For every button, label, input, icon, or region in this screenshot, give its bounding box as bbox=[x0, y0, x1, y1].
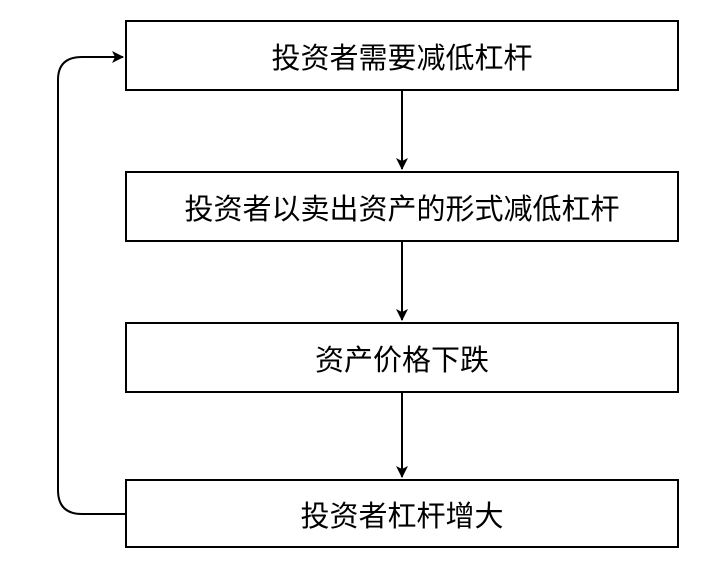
step-box-4: 投资者杠杆增大 bbox=[125, 479, 679, 548]
step-label-4: 投资者杠杆增大 bbox=[300, 498, 504, 533]
step-label-2: 投资者以卖出资产的形式减低杠杆 bbox=[184, 191, 620, 226]
step-box-3: 资产价格下跌 bbox=[125, 322, 679, 393]
feedback-loop-arrow bbox=[57, 51, 125, 515]
step-label-1: 投资者需要减低杠杆 bbox=[271, 40, 533, 75]
step-label-3: 资产价格下跌 bbox=[314, 342, 489, 377]
step-box-1: 投资者需要减低杠杆 bbox=[125, 20, 679, 91]
step-box-2: 投资者以卖出资产的形式减低杠杆 bbox=[125, 171, 679, 242]
